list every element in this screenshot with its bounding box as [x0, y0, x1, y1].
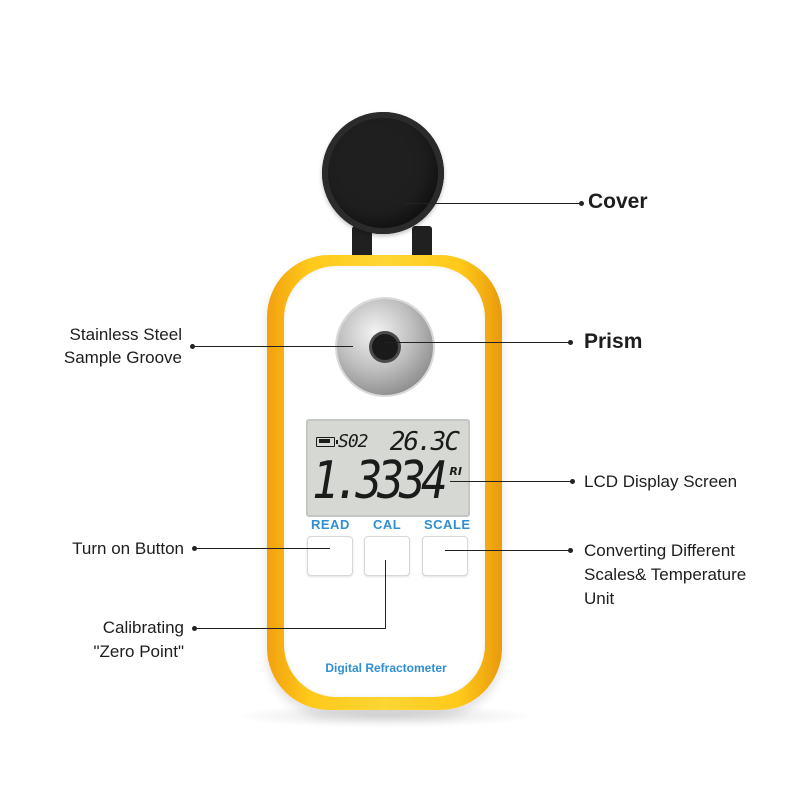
turn-on-label: Turn on Button: [72, 539, 184, 558]
cover-callout-dot: [579, 201, 584, 206]
convert-label-line3: Unit: [584, 589, 615, 608]
calib-callout-vline: [385, 560, 386, 629]
scale-button[interactable]: [422, 536, 468, 576]
battery-icon: [316, 437, 338, 447]
calib-label-line2: "Zero Point": [93, 642, 185, 661]
groove-callout-dot: [190, 344, 195, 349]
turn-on-callout-line: [195, 548, 330, 549]
cover-label: Cover: [588, 190, 648, 213]
brand-label: Digital Refractometer: [325, 661, 447, 675]
prism: [372, 334, 398, 360]
read-button-label: READ: [311, 517, 350, 532]
convert-callout-dot: [568, 548, 573, 553]
convert-label-line2: Scales& Temperature: [584, 565, 747, 584]
lcd-reading: 1.3334: [312, 451, 448, 511]
lcd-unit: RI: [449, 465, 462, 478]
calib-callout-line: [195, 628, 386, 629]
cover-hinge-left: [352, 226, 372, 262]
turn-on-callout-dot: [192, 546, 197, 551]
convert-callout-line: [445, 550, 570, 551]
calib-callout-dot: [192, 626, 197, 631]
cover-callout-line: [405, 203, 581, 204]
lcd-callout-dot: [570, 479, 575, 484]
cal-button[interactable]: [364, 536, 410, 576]
lcd-mode: S02: [338, 431, 368, 452]
groove-label-line1: Stainless Steel: [69, 325, 182, 344]
lcd-callout-line: [450, 481, 572, 482]
lcd-temperature: 26.3C: [389, 427, 460, 457]
cal-button-label: CAL: [373, 517, 402, 532]
prism-callout-dot: [568, 340, 573, 345]
prism-callout-line: [385, 342, 571, 343]
lcd-screen: S02 26.3C 1.3334 RI: [306, 419, 470, 517]
groove-label-line2: Sample Groove: [63, 348, 182, 367]
read-button[interactable]: [307, 536, 353, 576]
cover[interactable]: [322, 112, 444, 234]
groove-callout-line: [193, 346, 353, 347]
lcd-label: LCD Display Screen: [584, 472, 738, 491]
calib-label-line1: Calibrating: [102, 618, 184, 637]
cover-hinge-right: [412, 226, 432, 262]
prism-label: Prism: [584, 330, 643, 353]
convert-label-line1: Converting Different: [584, 541, 735, 560]
scale-button-label: SCALE: [424, 517, 471, 532]
